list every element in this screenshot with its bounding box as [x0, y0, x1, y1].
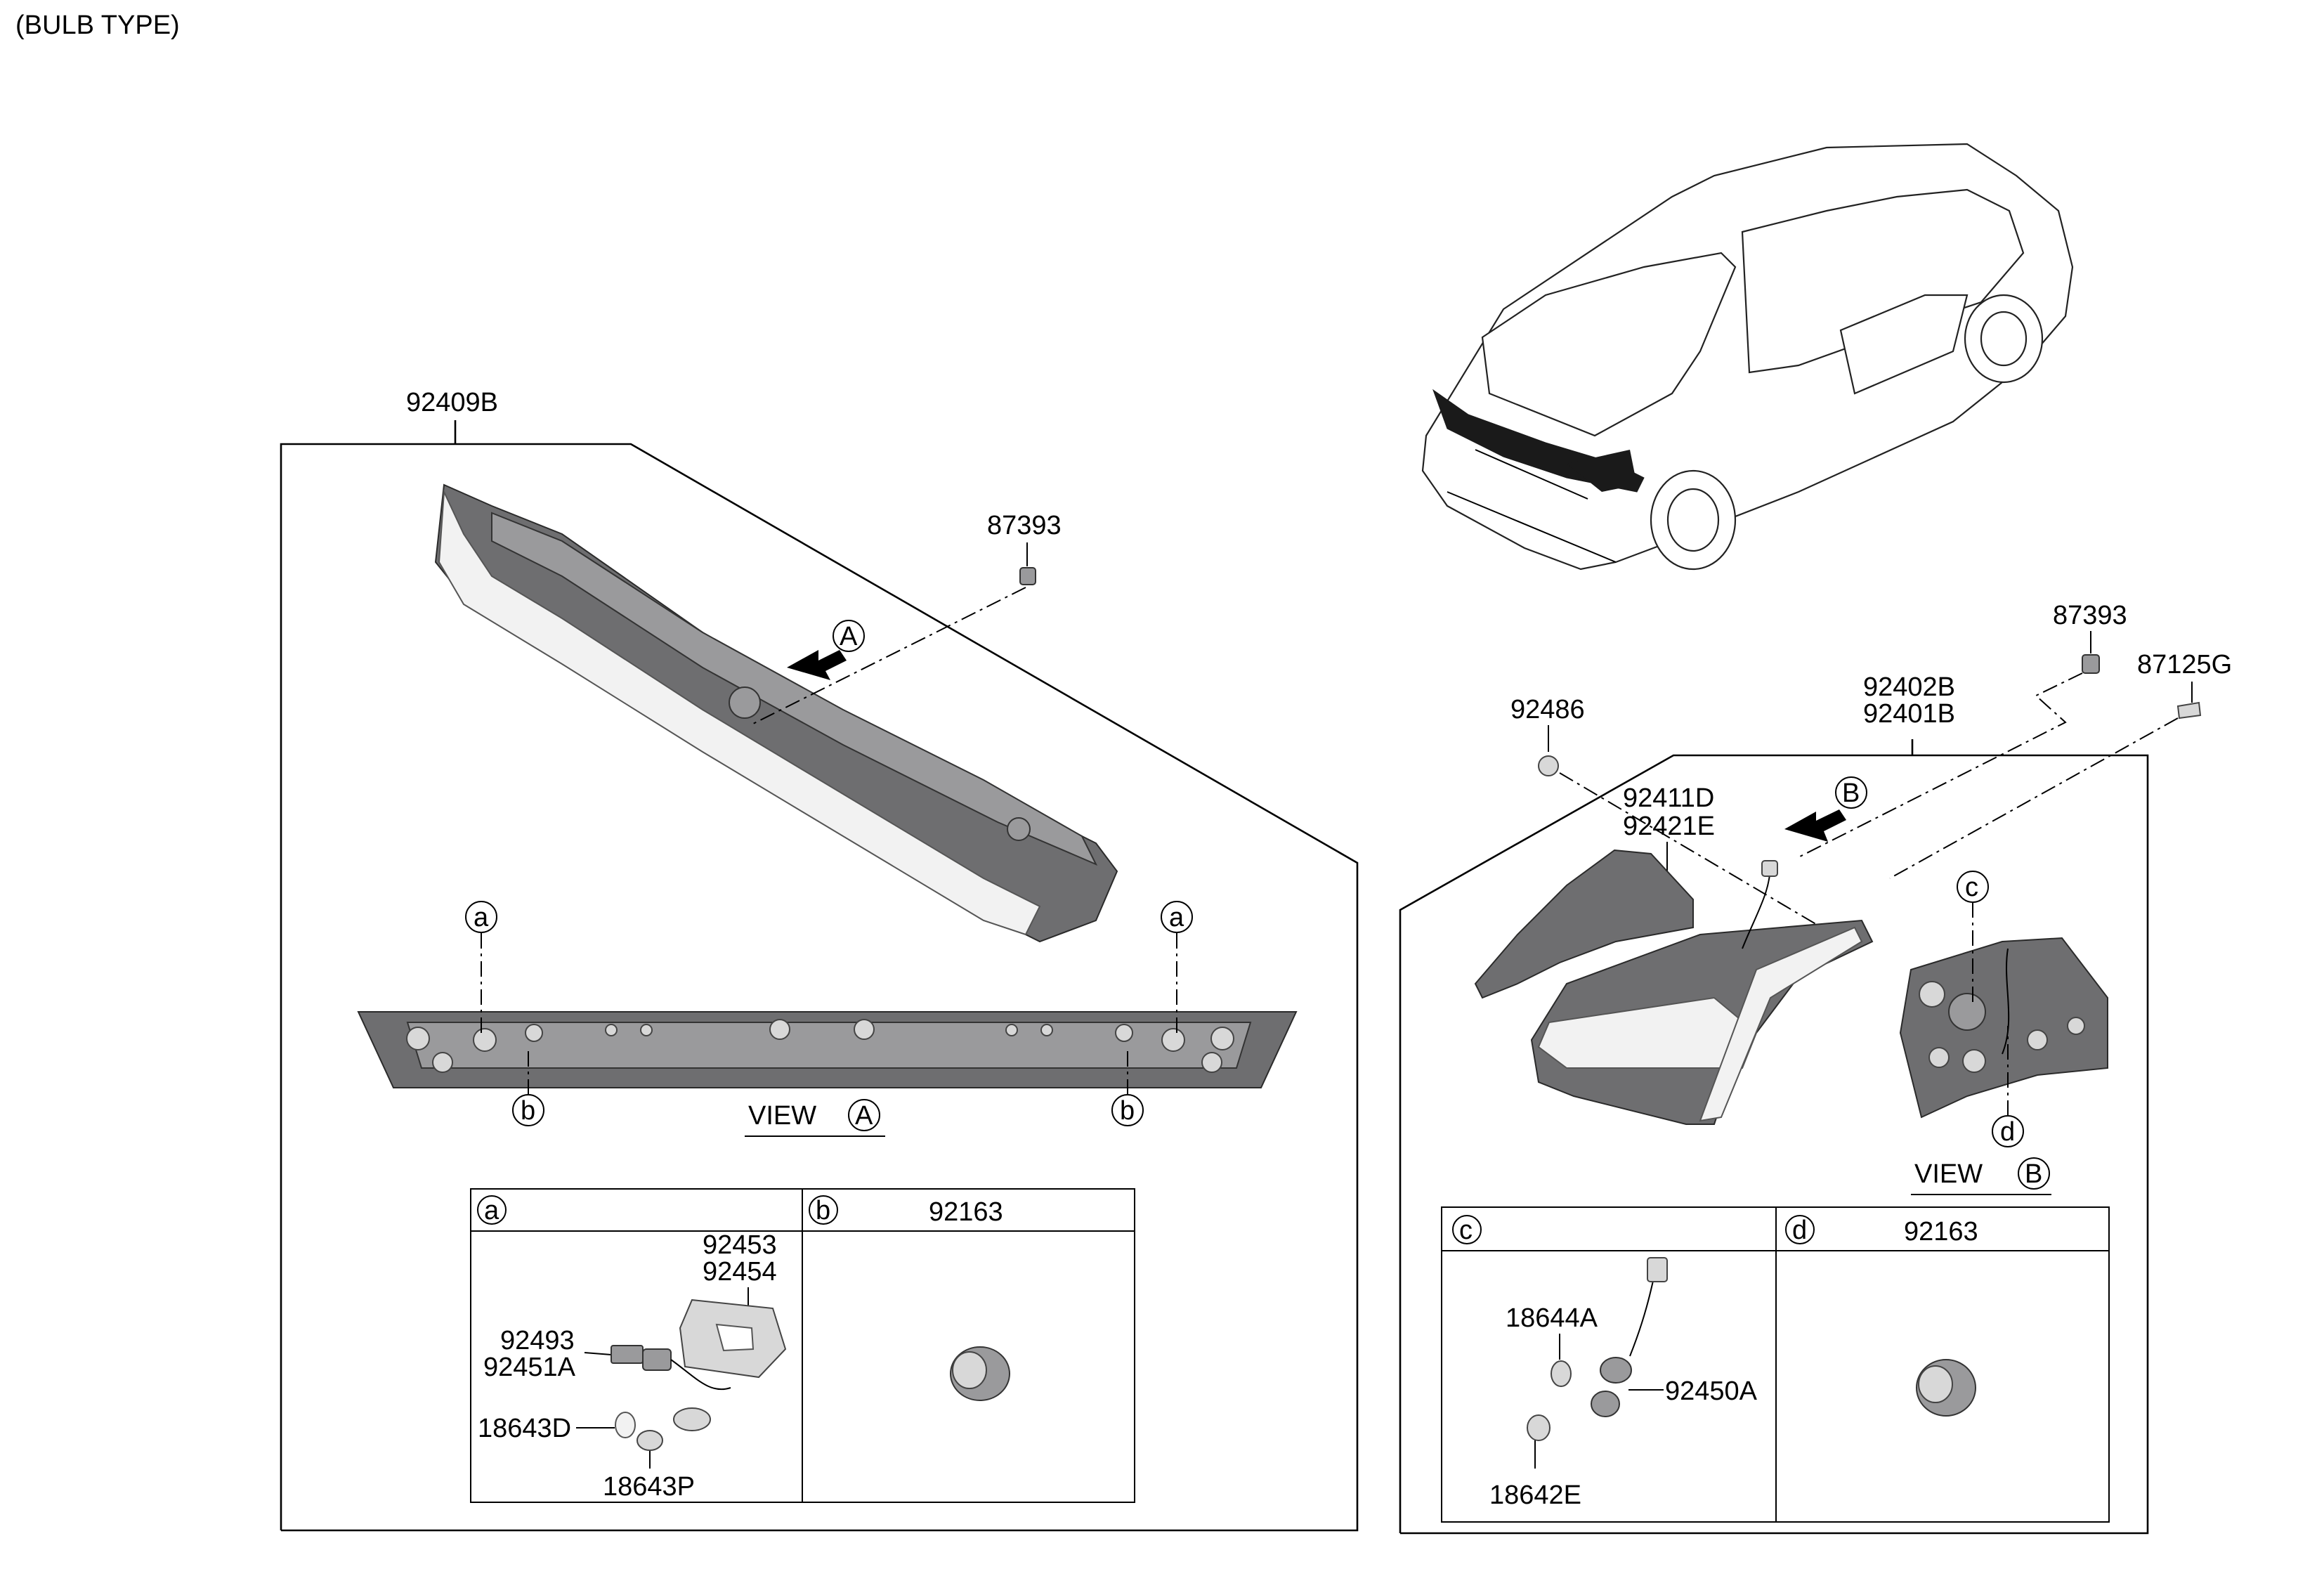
- left-assembly-frame: 92409B: [280, 388, 1359, 1532]
- view-a-arrow: A: [787, 620, 865, 680]
- callout-c: c: [1957, 871, 1989, 1005]
- view-a-lamp: [357, 1011, 1298, 1088]
- nut-87393-right: 87393: [1798, 601, 2127, 858]
- label-92411D: 92411D: [1623, 783, 1714, 813]
- callout-b-right: b: [1111, 1047, 1144, 1126]
- right-assembly-frame: 92402B 92401B: [1399, 672, 2149, 1535]
- grommet-92163-a: [950, 1346, 1010, 1401]
- diagram-title: (BULB TYPE): [15, 11, 180, 40]
- car-illustration: [1421, 143, 2074, 571]
- part-label-92402B: 92402B: [1863, 672, 1955, 702]
- label-92453: 92453: [703, 1230, 777, 1260]
- label-92451A: 92451A: [483, 1353, 576, 1382]
- svg-text:VIEW: VIEW: [1914, 1159, 1983, 1189]
- rear-combination-lamp: [1530, 860, 1874, 1125]
- part-label-92401B: 92401B: [1863, 699, 1955, 729]
- svg-text:c: c: [1965, 873, 1978, 902]
- callout-a-right: a: [1161, 901, 1193, 1033]
- svg-text:VIEW: VIEW: [748, 1101, 816, 1131]
- svg-text:87393: 87393: [2053, 601, 2127, 630]
- rear-garnish-lamp: [434, 483, 1118, 943]
- svg-text:a: a: [1169, 903, 1184, 932]
- table-header-b-part: 92163: [929, 1197, 1003, 1227]
- table-header-b: b: [816, 1196, 830, 1225]
- view-b-lamp: [1899, 937, 2108, 1119]
- view-a-marker: A: [840, 622, 858, 651]
- svg-text:87125G: 87125G: [2137, 650, 2232, 679]
- svg-text:92486: 92486: [1510, 695, 1585, 724]
- svg-text:87393: 87393: [987, 511, 1062, 540]
- svg-text:d: d: [2000, 1117, 2015, 1147]
- grommet-92163-d: [1916, 1359, 1976, 1417]
- table-header-d-part: 92163: [1904, 1217, 1978, 1247]
- svg-text:b: b: [1120, 1096, 1135, 1126]
- label-18643D: 18643D: [478, 1414, 571, 1443]
- callout-d: d: [1992, 1026, 2024, 1147]
- svg-text:A: A: [855, 1101, 873, 1131]
- callout-b-left: b: [512, 1047, 544, 1126]
- cover-92411D-92421E: 92411D 92421E: [1474, 783, 1715, 999]
- view-a-title: VIEW A: [745, 1099, 885, 1137]
- callout-a-left: a: [465, 901, 497, 1033]
- parts-table-ab: a b 92163 92453 92454 92493 92451A 18643…: [470, 1188, 1135, 1503]
- table-header-c: c: [1459, 1216, 1473, 1245]
- view-b-title: VIEW B: [1911, 1157, 2051, 1195]
- label-18643P: 18643P: [603, 1472, 695, 1502]
- part-label-92409B: 92409B: [406, 388, 498, 417]
- label-92421E: 92421E: [1623, 812, 1715, 841]
- table-header-a: a: [484, 1196, 500, 1225]
- parts-table-cd: c d 92163 18644A 92450A 18642E: [1441, 1206, 2110, 1523]
- label-92493: 92493: [500, 1326, 575, 1355]
- svg-text:a: a: [474, 903, 489, 932]
- nut-87393-left: 87393: [752, 511, 1062, 724]
- view-b-marker: B: [1842, 779, 1860, 808]
- screw-87125G: 87125G: [1889, 650, 2232, 879]
- table-header-d: d: [1792, 1216, 1807, 1245]
- view-b-arrow: B: [1784, 776, 1867, 842]
- label-18644A: 18644A: [1506, 1303, 1598, 1333]
- label-92454: 92454: [703, 1257, 777, 1287]
- svg-text:B: B: [2025, 1159, 2042, 1189]
- label-92450A: 92450A: [1665, 1377, 1758, 1406]
- label-18642E: 18642E: [1489, 1480, 1581, 1510]
- grommet-92486: 92486: [1510, 695, 1834, 935]
- svg-text:b: b: [521, 1096, 535, 1126]
